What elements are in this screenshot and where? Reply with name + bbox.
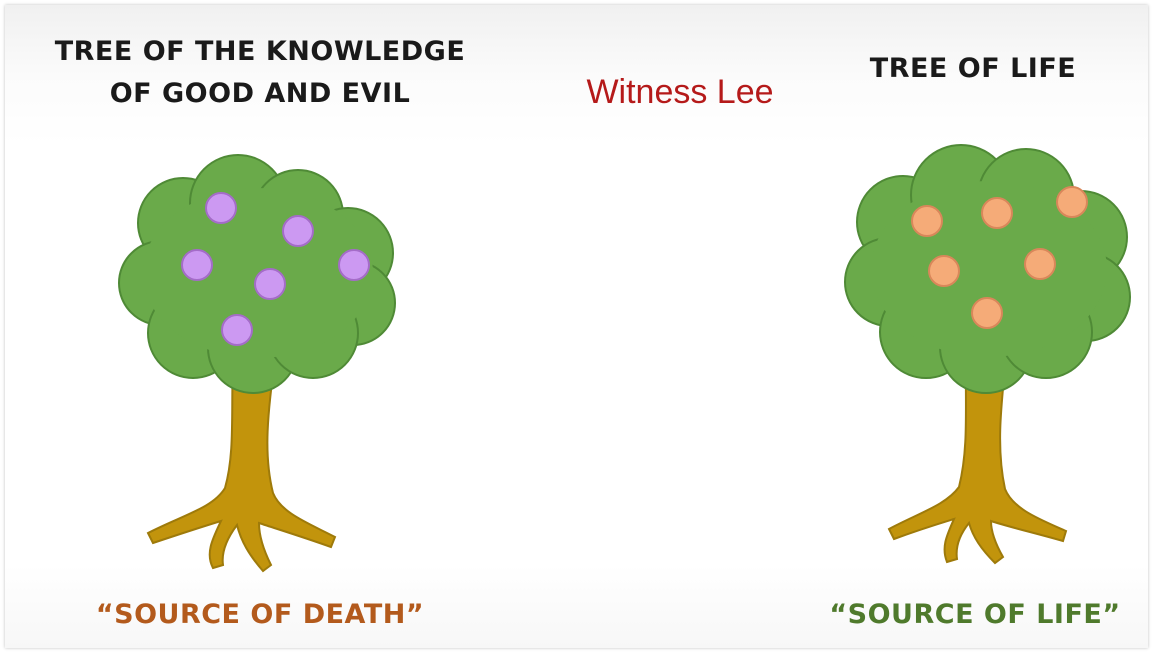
left-trunk-shape — [146, 357, 337, 573]
left-tree-title: TREE OF THE KNOWLEDGE OF GOOD AND EVIL — [5, 31, 515, 115]
right-fruits — [911, 186, 1088, 329]
tree-of-life-illustration — [844, 144, 1131, 565]
purple-fruit — [282, 215, 314, 247]
left-tree-title-line-1: TREE OF THE KNOWLEDGE — [54, 36, 466, 67]
watermark-text: Witness Lee — [586, 73, 774, 111]
tree-of-knowledge-illustration — [118, 154, 396, 573]
right-tree-caption: “SOURCE OF LIFE” — [829, 599, 1121, 630]
purple-fruit — [254, 268, 286, 300]
orange-fruit — [911, 205, 943, 237]
orange-fruit — [971, 297, 1003, 329]
slide-panel: TREE OF THE KNOWLEDGE OF GOOD AND EVIL W… — [5, 5, 1148, 648]
right-trunk — [887, 346, 1068, 565]
orange-fruit — [1056, 186, 1088, 218]
right-tree-title: TREE OF LIFE — [869, 53, 1077, 84]
orange-fruit — [981, 197, 1013, 229]
purple-fruit — [221, 314, 253, 346]
purple-fruit — [205, 192, 237, 224]
orange-fruit — [928, 255, 960, 287]
left-trunk — [146, 357, 337, 573]
purple-fruit — [181, 249, 213, 281]
left-fruits — [181, 192, 370, 346]
right-trunk-shape — [887, 346, 1068, 565]
left-tree-caption: “SOURCE OF DEATH” — [95, 599, 425, 630]
right-foliage — [844, 144, 1131, 394]
purple-fruit — [338, 249, 370, 281]
orange-fruit — [1024, 248, 1056, 280]
left-tree-title-line-2: OF GOOD AND EVIL — [109, 78, 411, 109]
